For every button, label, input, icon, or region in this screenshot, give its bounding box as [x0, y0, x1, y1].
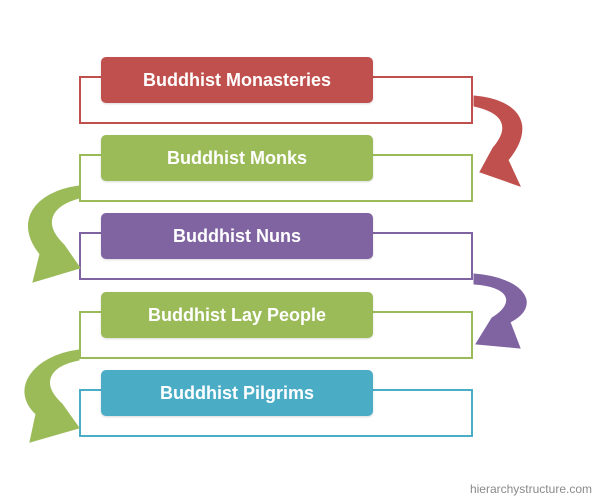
arrow-monks-to-nuns — [28, 185, 81, 283]
watermark: hierarchystructure.com — [469, 482, 592, 496]
level-label-monasteries: Buddhist Monasteries — [101, 57, 373, 103]
arrow-monasteries-to-monks — [473, 95, 523, 187]
level-label-lay-people: Buddhist Lay People — [101, 292, 373, 338]
arrow-nuns-to-lay-people — [473, 273, 527, 349]
level-label-monks: Buddhist Monks — [101, 135, 373, 181]
arrow-lay-people-to-pilgrims — [24, 349, 80, 443]
level-label-pilgrims: Buddhist Pilgrims — [101, 370, 373, 416]
level-label-nuns: Buddhist Nuns — [101, 213, 373, 259]
